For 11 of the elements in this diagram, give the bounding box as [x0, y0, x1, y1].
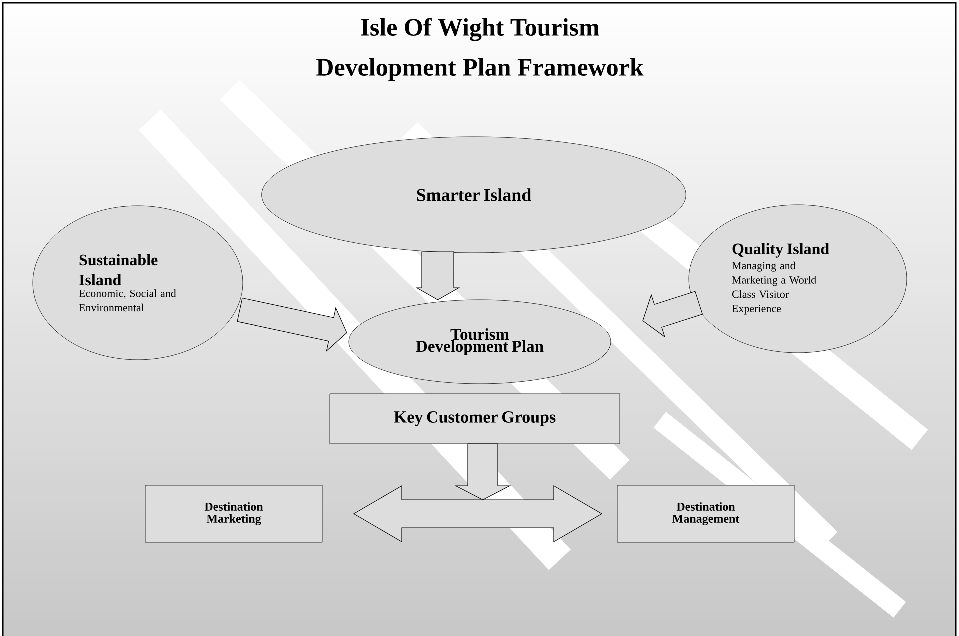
oval: Smarter Island: [262, 136, 686, 254]
box: Destination Marketing: [145, 485, 323, 543]
block-arrow: [237, 298, 348, 352]
oval: Sustainable Island Economic, Social and Environmental: [32, 206, 244, 360]
box: Destination Management: [617, 485, 795, 543]
block-arrow: [416, 252, 460, 300]
title: Isle Of Wight Tourism Development Plan Framework: [316, 18, 644, 82]
block-arrow: [454, 444, 512, 500]
box: Key Customer Groups: [330, 394, 620, 444]
oval: Tourism Development Plan: [348, 300, 612, 384]
oval: Quality Island Managing and Marketing a World Class Visitor Experience: [688, 204, 908, 354]
